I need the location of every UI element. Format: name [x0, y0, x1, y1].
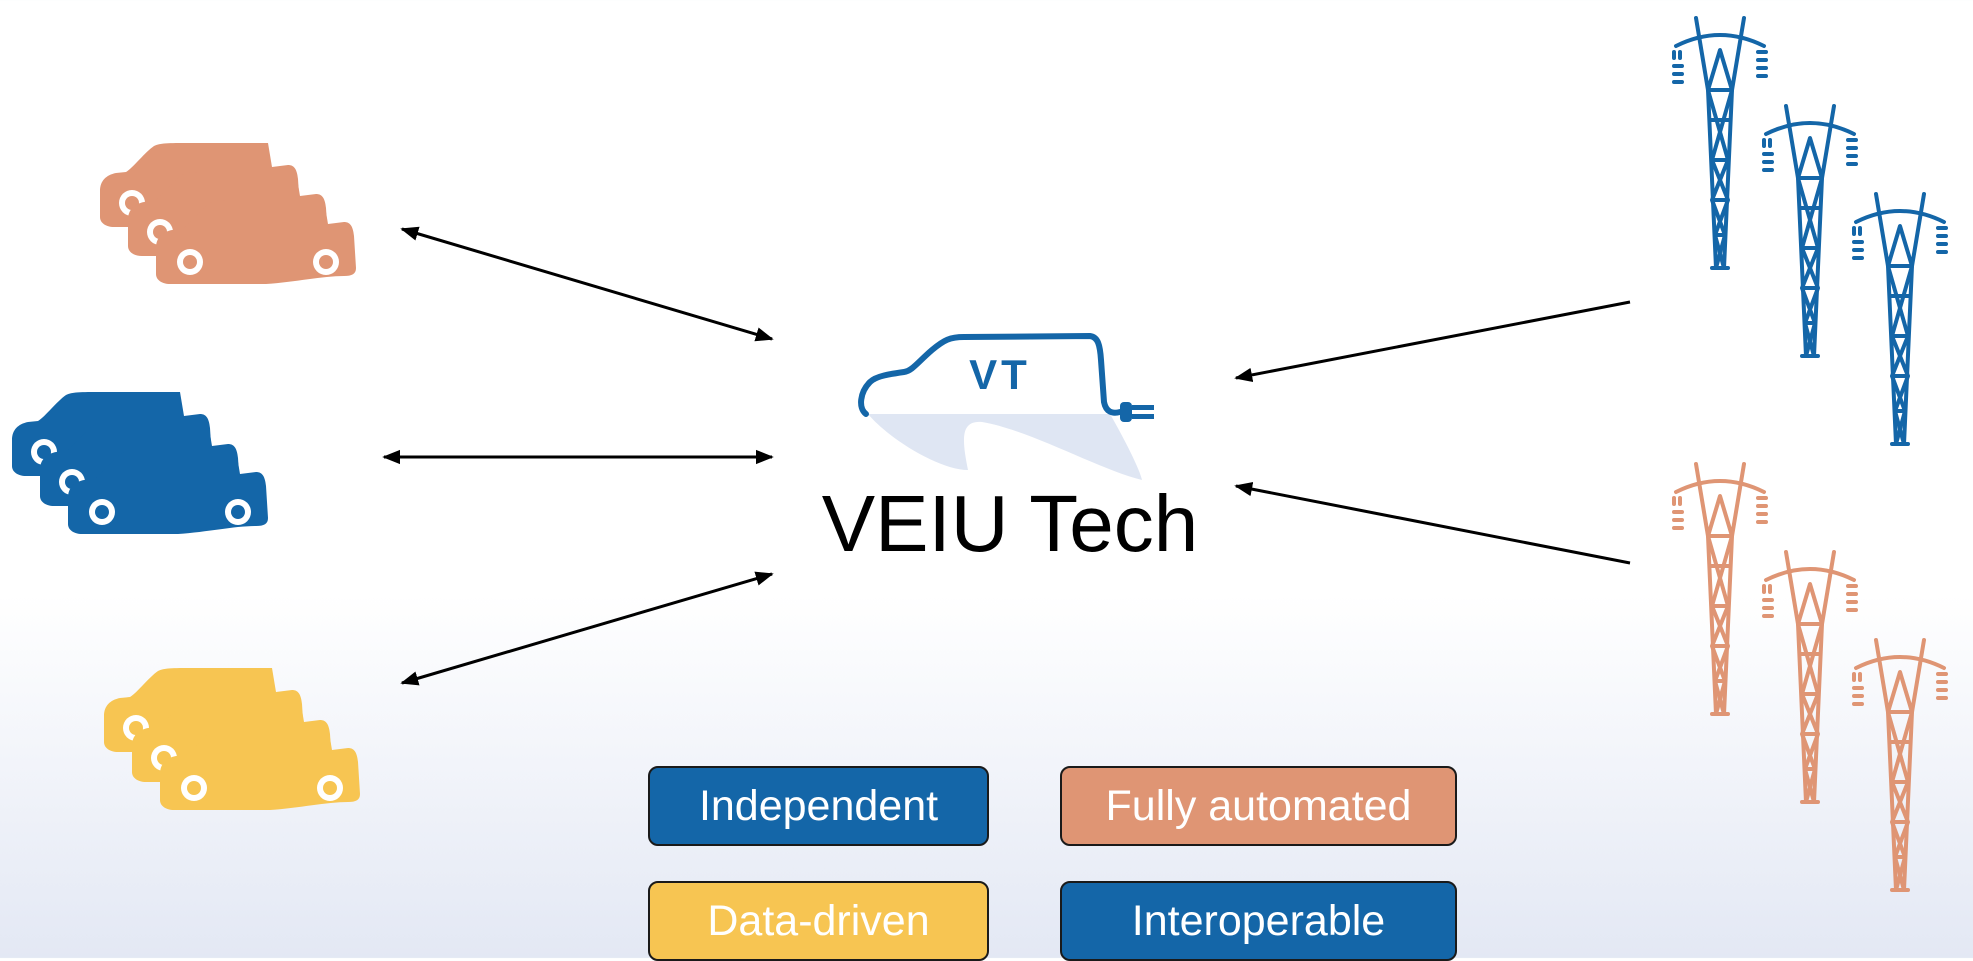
yellow-fleet-arrow: [400, 571, 774, 686]
yellow-van-fleet: [104, 668, 360, 810]
orange-grid-arrow: [1234, 482, 1631, 565]
logo-car-outline: [858, 333, 1123, 417]
orange-pylon-group: [1672, 462, 1948, 892]
logo-monogram: VT: [969, 351, 1031, 398]
arrows: [382, 226, 1631, 686]
logo-plug: [1120, 402, 1154, 422]
blue-grid-arrow: [1234, 300, 1631, 383]
veiu-logo-icon: [858, 333, 1154, 480]
logo-shadow: [868, 414, 1142, 480]
tag-interoperable: Interoperable: [1060, 881, 1457, 961]
page-title: VEIU Tech: [821, 479, 1199, 568]
tag-independent: Independent: [648, 766, 989, 846]
blue-van-fleet: [12, 392, 268, 534]
blue-pylon-group: [1672, 16, 1948, 446]
tag-data-driven: Data-driven: [648, 881, 989, 961]
orange-fleet-arrow: [400, 226, 774, 342]
tag-fully-automated: Fully automated: [1060, 766, 1457, 846]
orange-van-fleet: [100, 143, 356, 284]
